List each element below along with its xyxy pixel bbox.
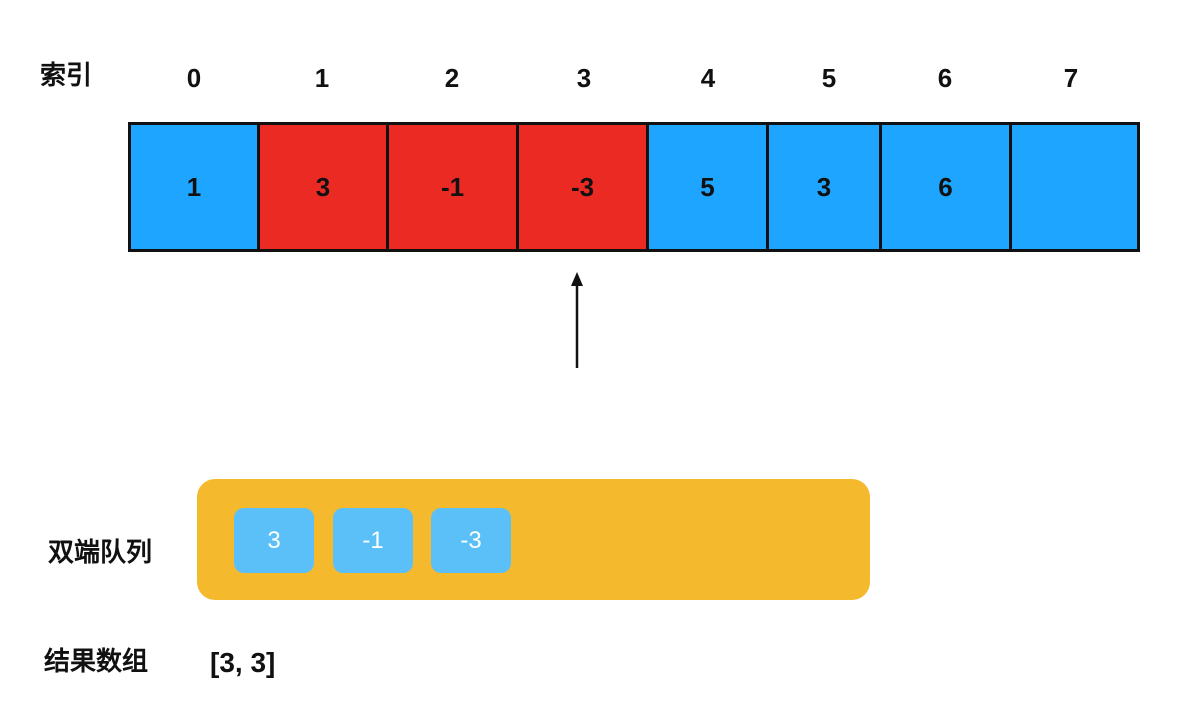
result-label: 结果数组 bbox=[44, 647, 149, 677]
index-1: 1 bbox=[314, 63, 330, 93]
array-cell-7 bbox=[1009, 122, 1140, 252]
index-5: 5 bbox=[821, 63, 837, 93]
index-0: 0 bbox=[186, 63, 202, 93]
index-label: 索引 bbox=[40, 61, 93, 91]
index-7: 7 bbox=[1063, 63, 1079, 93]
array-cell-3: -3 bbox=[516, 122, 649, 252]
index-row: 0 1 2 3 4 5 6 7 bbox=[0, 63, 1184, 93]
deque-item-0: 3 bbox=[234, 508, 314, 573]
deque-label: 双端队列 bbox=[48, 538, 153, 568]
array: 1 3 -1 -3 5 3 6 bbox=[128, 122, 1140, 252]
array-cell-5: 3 bbox=[766, 122, 882, 252]
deque-item-1: -1 bbox=[333, 508, 413, 573]
array-cell-1: 3 bbox=[257, 122, 389, 252]
array-cell-2: -1 bbox=[386, 122, 519, 252]
index-2: 2 bbox=[444, 63, 460, 93]
array-cell-0: 1 bbox=[128, 122, 260, 252]
array-cell-6: 6 bbox=[879, 122, 1012, 252]
pointer-arrow-icon bbox=[571, 272, 583, 368]
result-value: [3, 3] bbox=[210, 647, 276, 678]
index-3: 3 bbox=[576, 63, 592, 93]
deque: 3 -1 -3 bbox=[197, 479, 870, 600]
deque-item-2: -3 bbox=[431, 508, 511, 573]
index-4: 4 bbox=[700, 63, 716, 93]
array-cell-4: 5 bbox=[646, 122, 769, 252]
index-6: 6 bbox=[937, 63, 953, 93]
